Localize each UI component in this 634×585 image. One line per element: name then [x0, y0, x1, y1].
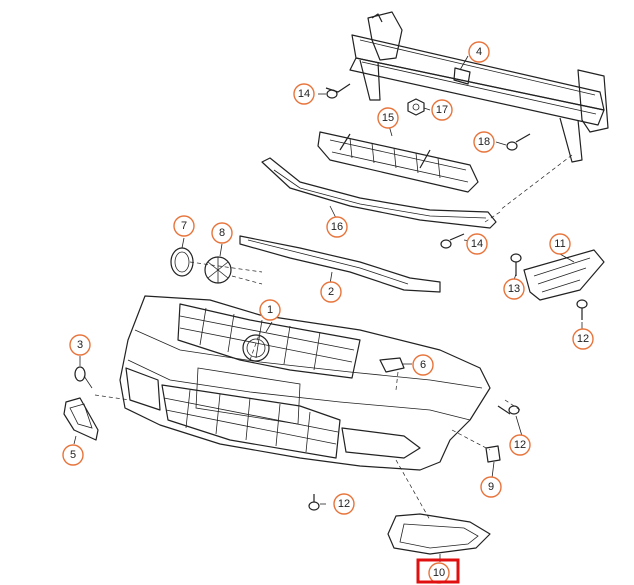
callout-label: 12 — [577, 333, 589, 345]
callout-12-right[interactable]: 12 — [509, 434, 531, 456]
callout-18[interactable]: 18 — [473, 131, 495, 153]
fasteners — [308, 83, 588, 511]
callout-label: 8 — [219, 227, 225, 239]
clip-part-9 — [485, 445, 501, 463]
callout-label: 3 — [77, 339, 83, 351]
callout-9[interactable]: 9 — [480, 476, 502, 498]
emblem-carrier-part-8 — [204, 256, 232, 284]
callout-label: 14 — [298, 88, 310, 100]
support-strip-part — [239, 235, 441, 293]
cap-part-3 — [74, 366, 93, 389]
callout-2[interactable]: 2 — [320, 281, 342, 303]
bumper-cover-part — [119, 295, 491, 471]
right-fog-trim-part-4 — [387, 513, 491, 555]
callout-label: 10 — [433, 567, 445, 579]
callout-14-upper[interactable]: 14 — [293, 83, 315, 105]
callout-14-lower[interactable]: 14 — [466, 233, 488, 255]
callout-label: 12 — [338, 498, 350, 510]
cover-plate-part-6 — [379, 357, 405, 373]
callout-label: 4 — [476, 46, 482, 58]
callout-label: 2 — [328, 286, 334, 298]
callout-15[interactable]: 15 — [377, 107, 399, 129]
callout-label: 13 — [508, 283, 520, 295]
callout-label: 16 — [331, 221, 343, 233]
leader-lines — [73, 55, 583, 562]
callout-label: 17 — [436, 104, 448, 116]
energy-absorber-part — [317, 131, 479, 193]
left-fog-grille-part-5 — [63, 397, 99, 441]
impact-beam-part — [349, 11, 609, 163]
callout-label: 9 — [488, 481, 494, 493]
callout-label: 12 — [514, 439, 526, 451]
callout-label: 18 — [478, 136, 490, 148]
callout-label: 1 — [267, 304, 273, 316]
callout-4[interactable]: 10 — [428, 562, 450, 584]
callout-17[interactable]: 17 — [431, 99, 453, 121]
selected-callout-highlight — [416, 558, 460, 584]
callout-6[interactable]: 6 — [412, 354, 434, 376]
callout-13[interactable]: 13 — [503, 278, 525, 300]
callout-8[interactable]: 8 — [211, 222, 233, 244]
callout-1[interactable]: 1 — [259, 299, 281, 321]
emblem-part — [242, 334, 270, 362]
callout-3[interactable]: 3 — [69, 334, 91, 356]
assembly-lines — [94, 154, 573, 521]
callout-label: 15 — [382, 112, 394, 124]
callout-7[interactable]: 7 — [173, 215, 195, 237]
callout-5[interactable]: 5 — [62, 444, 84, 466]
callout-12-bottom[interactable]: 12 — [333, 493, 355, 515]
callout-16[interactable]: 16 — [326, 216, 348, 238]
callout-label: 6 — [420, 359, 426, 371]
callout-10[interactable]: 4 — [468, 41, 490, 63]
callout-12-bracket[interactable]: 12 — [572, 328, 594, 350]
side-bracket-part-11 — [523, 249, 605, 301]
emblem-badge-part-7 — [170, 247, 194, 277]
callout-label: 11 — [554, 238, 565, 250]
callout-label: 14 — [471, 238, 483, 250]
callout-label: 5 — [70, 449, 76, 461]
callout-label: 7 — [181, 220, 187, 232]
callout-11[interactable]: 11 — [549, 233, 571, 255]
